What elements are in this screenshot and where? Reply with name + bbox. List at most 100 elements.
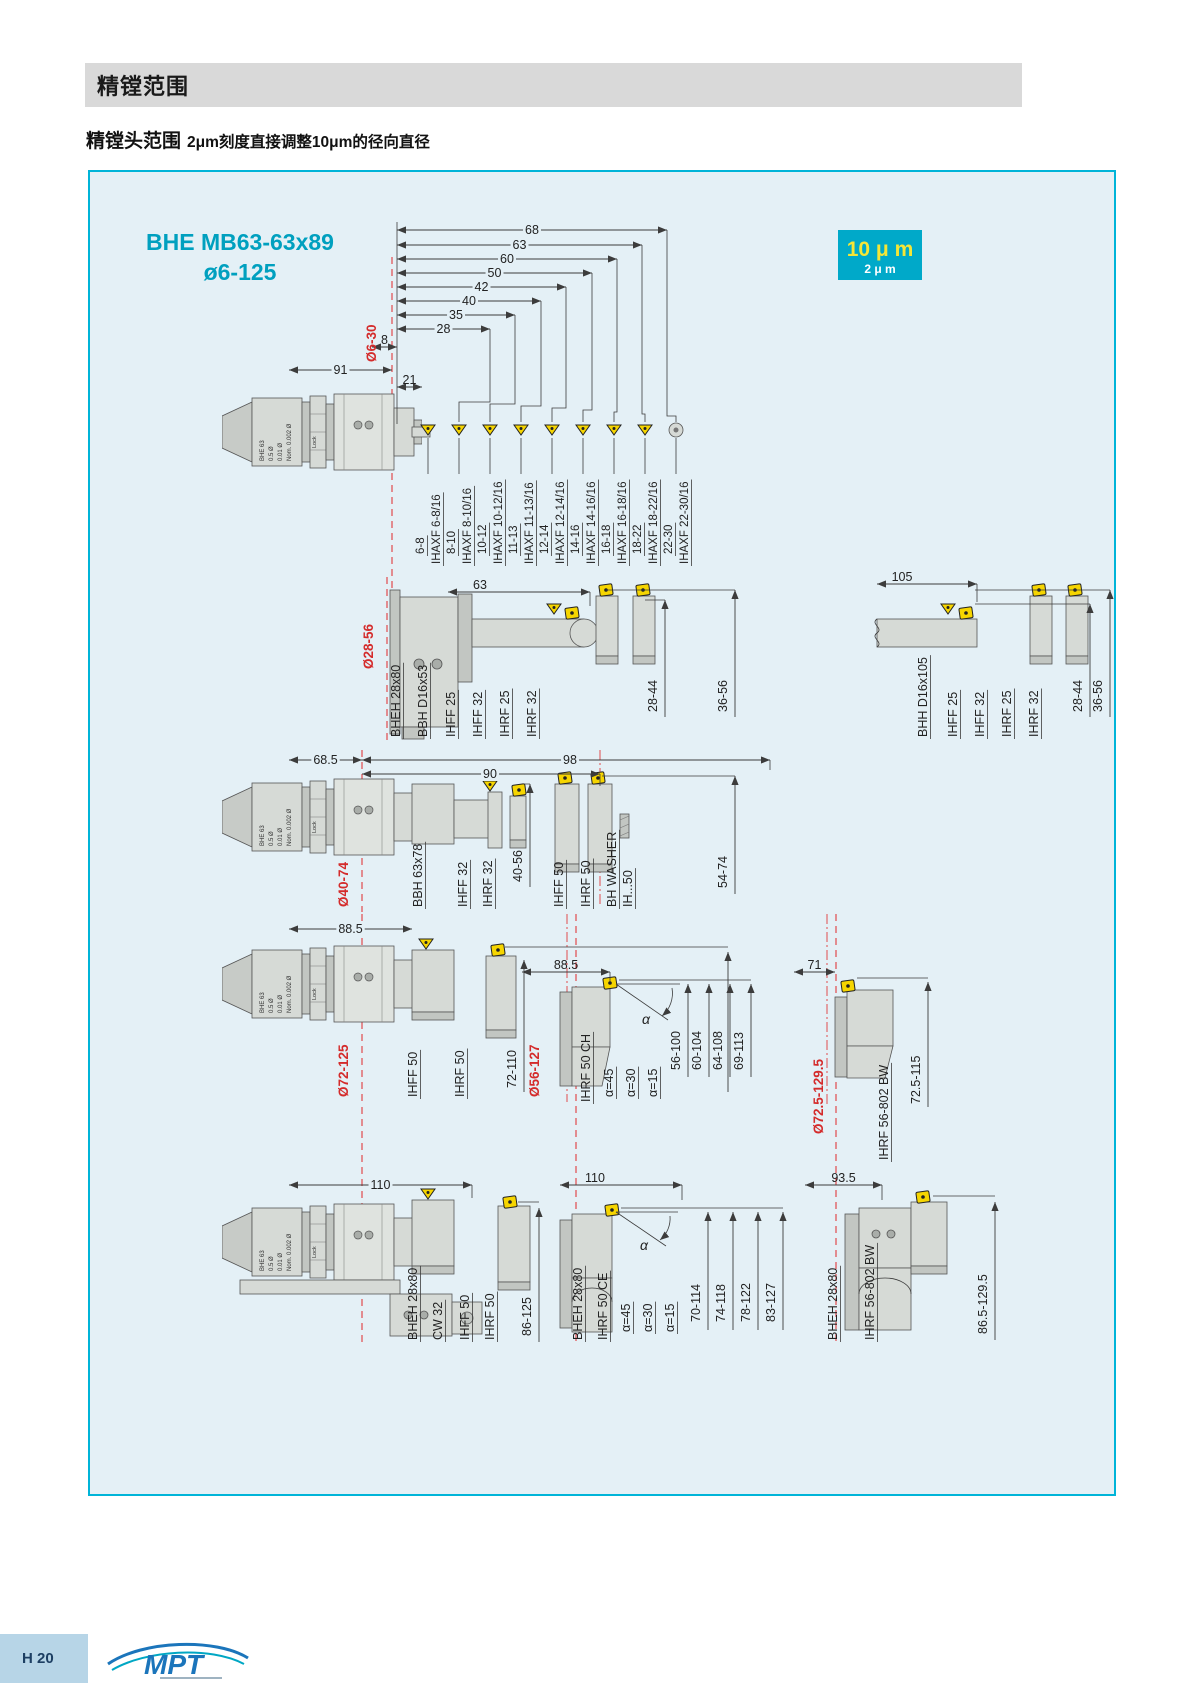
head-marking: 0.5 Ø [269,998,275,1013]
dim-label: 68 [525,223,539,237]
vertical-dimension: 74-118 [714,1212,737,1330]
insert-icon [451,424,467,436]
part-label: IHRF 32 [1027,690,1041,737]
dimension: 88.5 [289,922,412,936]
dim-label: 68.5 [313,753,337,767]
part-label: IHRF 50 [453,1050,467,1097]
head-marking: 0.01 Ø [278,1253,284,1271]
dim-label: 86.5-129.5 [976,1274,990,1334]
vertical-dimension: 78-122 [739,1212,762,1330]
dimension: 50 [397,266,592,280]
dimension: 40 [397,294,541,308]
dim-label: 28 [437,322,451,336]
part-label: IHRF 50 [483,1293,497,1340]
part-label: IHAXF 14-16/16 [586,482,598,564]
part-label: IH...50 [621,870,635,907]
head-marking: 0.5 Ø [269,831,275,846]
dimension: 98 [362,753,770,767]
dim-label: 21 [403,373,417,387]
head-lock-marking: Lock [312,988,318,1000]
section-diameter-label: Ø72.5-129.5 [811,1058,826,1134]
part-label: IHRF 50 [579,860,593,907]
part-label: IHAXF 8-10/16 [462,488,474,564]
part-label: IHFF 50 [552,862,566,907]
footer-page-number-band: H 20 [0,1634,88,1683]
dim-label: 88.5 [338,922,362,936]
part-label: IHRF 25 [498,690,512,737]
part-label: IHFF 50 [406,1052,420,1097]
part-label: IHFF 32 [471,692,485,737]
part-label: BBH 63x78 [411,844,425,907]
dimension: 42 [397,280,566,294]
dim-label: 110 [585,1171,605,1185]
subtitle-detail: 2μm刻度直接调整10μm的径向直径 [187,134,430,151]
part-label: α [640,1237,649,1253]
part-label: 12-14 [539,524,551,554]
part-label: IHAXF 10-12/16 [493,482,505,564]
footer-page-number: H 20 [22,1650,54,1667]
dimension: 71 [794,958,835,976]
part-label: 6-8 [415,537,427,554]
logo-text: MPT [144,1649,206,1680]
dimension: 60 [397,252,617,266]
dim-label: 40 [462,294,476,308]
dim-label: 98 [563,753,577,767]
badge-secondary: 2 μ m [864,262,895,276]
head-marking: BHE 63 [260,1250,266,1271]
dim-label: 88.5 [554,958,578,972]
vertical-dimension: 28-44 [646,600,669,717]
part-label: BHH D16x105 [916,657,930,737]
part-label: IHRF 56-802 BW [877,1065,891,1160]
dim-label: 63 [473,578,487,592]
dim-label: 83-127 [764,1283,778,1322]
part-label: BHEH 28x80 [826,1268,840,1340]
dim-label: 28-44 [646,680,660,712]
part-label: IHFF 32 [973,692,987,737]
part-label: IHAXF 18-22/16 [648,482,660,564]
vertical-dimension: 70-114 [689,1212,712,1330]
extension-lines [396,222,1110,1247]
head-marking: Nom. 0.002 Ø [287,1233,293,1271]
part-label: 22-30 [663,525,675,554]
vertical-dimension: 36-56 [716,590,739,717]
dimension: 91 [289,363,392,377]
logo-tagline-bar [160,1677,222,1679]
part-label: IHRF 25 [1000,690,1014,737]
dim-label: 72.5-115 [909,1056,923,1104]
vertical-dimension: 72.5-115 [909,982,932,1107]
dim-label: 36-56 [716,680,730,712]
dim-label: 90 [483,767,497,781]
boring-head-row4 [222,945,422,1023]
dimension: 63 [448,578,590,596]
head-lock-marking: Lock [312,821,318,833]
subtitle-main: 精镗头范围 [86,131,182,152]
dim-label: 105 [892,570,913,584]
dimension: 105 [877,570,977,588]
dimension: 35 [397,308,515,322]
mpt-logo: MPT [98,1632,268,1683]
insert-icon [482,424,498,436]
dim-label: 69-113 [732,1032,746,1070]
tolerance-badge: 10 μ m 2 μ m [838,230,922,280]
part-label: IHAXF 22-30/16 [679,482,691,564]
dimension: 93.5 [805,1171,882,1189]
head-marking: 0.01 Ø [278,828,284,846]
section-diameter-label: Ø40-74 [336,861,351,907]
part-label: IHFF 32 [456,862,470,907]
boring-head-row5 [222,1203,422,1281]
part-label: BHEH 28x80 [571,1268,585,1340]
part-label: IHFF 25 [444,692,458,737]
header-bar: 精镗范围 [85,63,1022,107]
dim-label: 36-56 [1091,680,1105,712]
part-label: IHRF 32 [525,690,539,737]
head-marking: 0.01 Ø [278,995,284,1013]
part-label: BHEH 28x80 [406,1268,420,1340]
dim-label: 60-104 [690,1031,704,1070]
part-label: BH WASHER [605,832,619,907]
head-marking: 0.5 Ø [269,446,275,461]
vertical-dimension: 40-56 [511,784,534,887]
page-title: 精镗范围 [97,74,190,99]
head-lock-marking: Lock [312,436,318,448]
dim-label: 8 [381,333,388,347]
